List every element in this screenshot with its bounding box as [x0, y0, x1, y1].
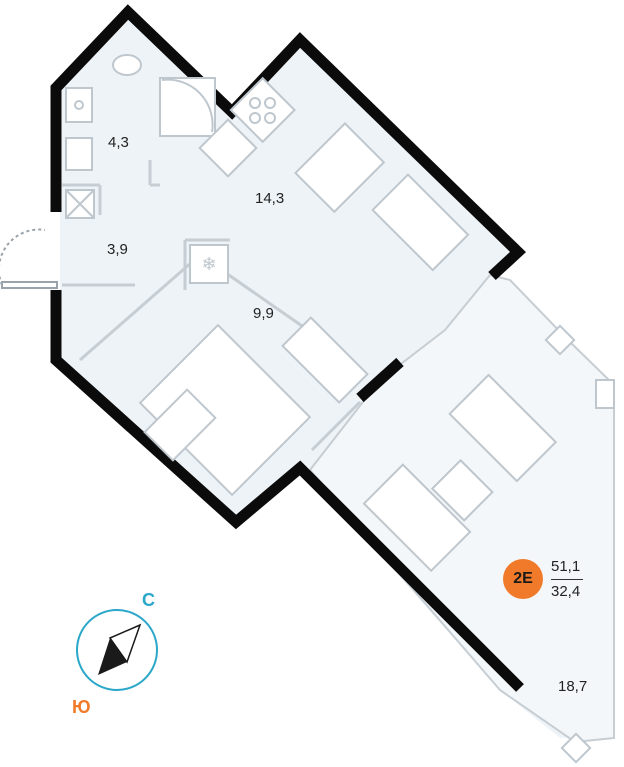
room-area-balcony: 18,7	[558, 678, 588, 695]
bathroom-fixtures	[65, 54, 216, 219]
balcony-furniture	[362, 324, 615, 764]
entry-door[interactable]	[0, 228, 58, 289]
compass-north-label: С	[142, 590, 155, 610]
total-area: 51,1	[551, 558, 581, 575]
area-divider	[551, 579, 583, 580]
room-area-bathroom: 4,3	[108, 134, 129, 151]
kitchen-fixtures: ❄	[189, 76, 470, 284]
living-area: 32,4	[551, 583, 581, 600]
compass-south-label: Ю	[72, 697, 91, 717]
room-area-bedroom: 9,9	[253, 305, 274, 322]
bed	[138, 316, 369, 497]
room-area-hallway: 3,9	[107, 241, 128, 258]
compass	[76, 609, 158, 691]
apartment-type-badge: 2E	[503, 559, 543, 599]
svg-text:❄: ❄	[201, 254, 216, 274]
room-area-kitchen-living: 14,3	[255, 190, 285, 207]
